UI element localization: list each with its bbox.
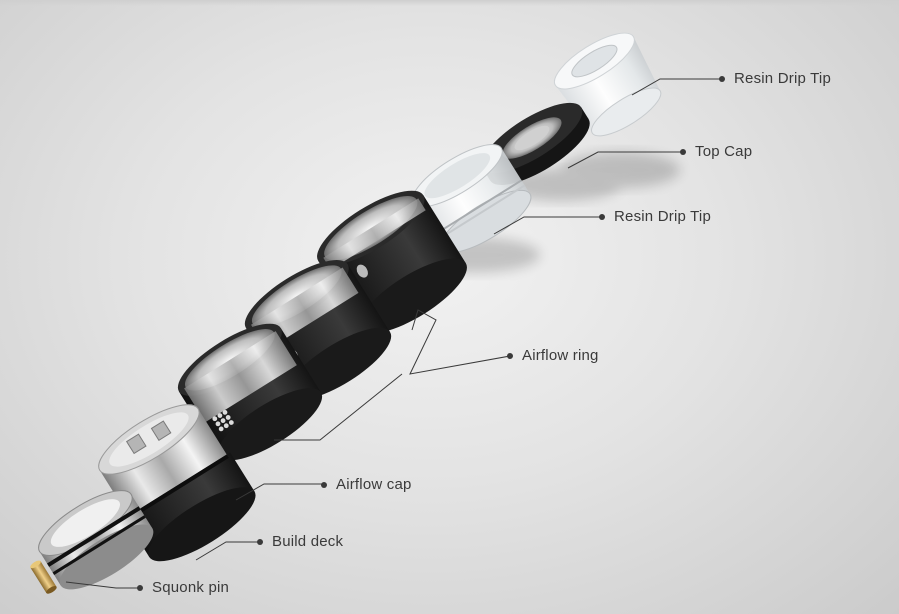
callout-dot bbox=[507, 352, 513, 359]
callout-label: Top Cap bbox=[695, 143, 753, 160]
leader-resin-drip-tip-2 bbox=[493, 216, 602, 235]
callout-airflow-cap: Airflow cap bbox=[321, 476, 412, 493]
callout-label: Squonk pin bbox=[152, 579, 230, 596]
callout-airflow-ring: Airflow ring bbox=[507, 347, 599, 364]
leader-airflow-ring bbox=[409, 309, 511, 375]
leader-airflow-ring-2 bbox=[274, 373, 403, 441]
callout-leader-lines bbox=[65, 78, 722, 589]
callout-dot bbox=[719, 75, 725, 82]
callout-dot bbox=[137, 584, 143, 591]
callout-squonk-pin: Squonk pin bbox=[137, 579, 229, 596]
leader-squonk-pin bbox=[65, 581, 140, 589]
callout-top-cap: Top Cap bbox=[680, 143, 752, 160]
callout-label: Build deck bbox=[272, 533, 344, 550]
callout-label: Airflow cap bbox=[336, 476, 412, 493]
callout-build-deck: Build deck bbox=[257, 533, 343, 550]
callout-label: Airflow ring bbox=[522, 347, 599, 364]
leader-resin-drip-tip bbox=[631, 78, 722, 96]
callout-dot bbox=[680, 148, 686, 155]
callout-label: Resin Drip Tip bbox=[734, 70, 831, 87]
resin-drip-tip-2-part bbox=[411, 144, 532, 254]
leader-top-cap bbox=[567, 151, 682, 169]
callout-dot bbox=[321, 481, 327, 488]
base-part bbox=[38, 490, 154, 590]
callout-resin-drip-tip: Resin Drip Tip bbox=[719, 70, 831, 87]
build-deck-part bbox=[98, 404, 256, 562]
callout-dot bbox=[599, 213, 605, 220]
airflow-cap-part bbox=[177, 323, 323, 461]
callout-label: Resin Drip Tip bbox=[614, 208, 711, 225]
leader-build-deck bbox=[195, 541, 260, 561]
squonk-pin-part bbox=[30, 560, 57, 594]
callout-resin-drip-tip-2: Resin Drip Tip bbox=[599, 208, 711, 225]
leader-airflow-cap bbox=[235, 483, 324, 501]
callout-dot bbox=[257, 538, 263, 545]
